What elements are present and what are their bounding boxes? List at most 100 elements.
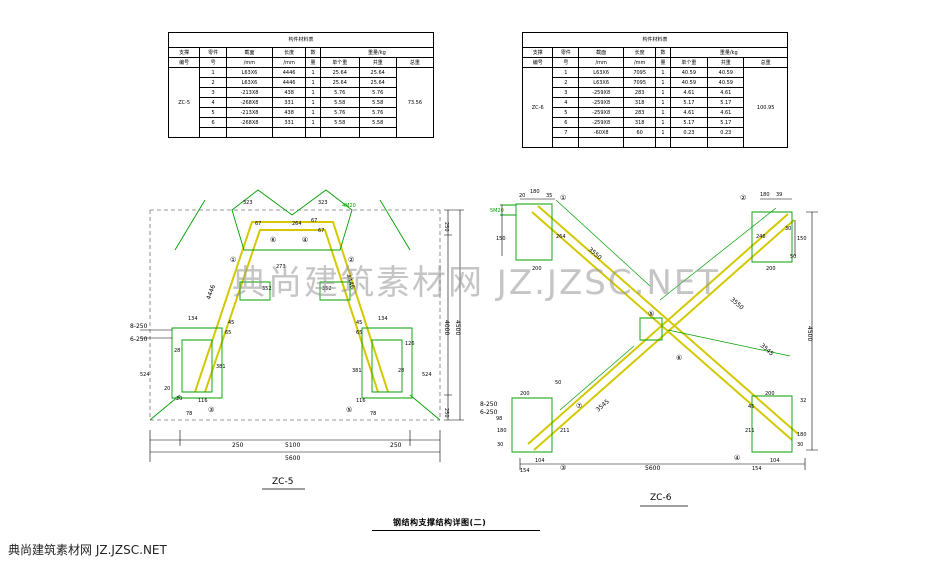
dim-bottom-offset: 250 — [443, 408, 449, 418]
small-label: 200 — [766, 266, 776, 272]
member-no: ZC-5 — [167, 67, 201, 138]
zc5-name: ZC-5 — [272, 477, 293, 487]
small-label: 381 — [352, 368, 362, 374]
small-label: 211 — [745, 428, 755, 434]
part-mark: ③ — [560, 464, 566, 472]
small-label: 67 — [311, 218, 317, 224]
zc6-dim-diag4: 3545 — [595, 398, 611, 413]
small-label: 180 — [497, 428, 507, 434]
material-table-zc5: 构件材料表 支撑 零件 截面 长度 数 重量/kg 编号 号 /mm /mm 量… — [167, 32, 435, 138]
small-label: 45 — [356, 320, 362, 326]
zc5-small-labels: 323 67 264 67 323 352 352 273 134 126 13… — [140, 200, 432, 417]
small-label: 30 — [497, 442, 503, 448]
total-weight: 73.56 — [395, 67, 435, 138]
dim-top-offset: 250 — [443, 222, 449, 232]
zc5-part-marks: ① ② ③ ④ ⑤ ⑥ — [208, 236, 354, 414]
small-label: 200 — [532, 266, 542, 272]
small-label: 180 — [760, 192, 770, 198]
small-label: 134 — [188, 316, 198, 322]
small-label: 200 — [520, 391, 530, 397]
small-label: 50 — [555, 380, 561, 386]
small-label: 98 — [496, 416, 502, 422]
small-label: 211 — [560, 428, 570, 434]
small-label: 323 — [318, 200, 328, 206]
small-label: 20 — [176, 396, 182, 402]
zc6-gusset-label-2: 6-250 — [480, 409, 498, 416]
cell — [271, 127, 307, 138]
cell — [552, 137, 580, 148]
small-label: 39 — [776, 192, 782, 198]
part-mark: ① — [230, 256, 236, 264]
small-label: 150 — [797, 236, 807, 242]
small-label: 352 — [262, 286, 272, 292]
zc5-gussets — [149, 189, 441, 421]
part-mark: ③ — [208, 406, 214, 414]
dim-diag-right: 4446 — [344, 273, 356, 290]
zc5-drawing: 250 5100 250 5600 4000 4500 250 250 4446… — [130, 189, 464, 490]
zc6-dim-height: 4500 — [806, 326, 813, 341]
small-label: 65 — [225, 330, 231, 336]
small-label: 67 — [318, 228, 324, 234]
small-label: 154 — [520, 468, 530, 474]
dim-height-total: 4500 — [454, 320, 461, 335]
small-label: 67 — [255, 221, 261, 227]
small-label: 381 — [216, 364, 226, 370]
zc6-dim-lines — [501, 198, 818, 470]
small-label: 35 — [546, 193, 552, 199]
cell — [358, 127, 397, 138]
zc6-part-marks: ① ② ③ ④ ⑤ ⑥ ⑦ — [560, 194, 746, 472]
cell — [655, 137, 671, 148]
dim-diag-left: 4446 — [205, 284, 217, 301]
small-label: 30 — [797, 442, 803, 448]
small-label: 154 — [752, 466, 762, 472]
small-label: 273 — [276, 264, 286, 270]
total-weight: 100.95 — [743, 67, 788, 148]
small-label: 28 — [398, 368, 404, 374]
zc6-drawing: 5600 4500 3550 3550 3545 3545 5M20 8-250… — [480, 189, 818, 507]
small-label: 30 — [785, 226, 791, 232]
small-label: 323 — [243, 200, 253, 206]
gusset-label: 8-250 — [130, 323, 148, 330]
part-mark: ⑦ — [576, 402, 582, 410]
zc6-dim-diagonals — [555, 199, 791, 411]
bottom-watermark: 典尚建筑素材网 JZ.JZSC.NET — [8, 543, 167, 557]
zc6-members — [527, 205, 799, 451]
zc6-dim-width: 5600 — [645, 465, 660, 472]
small-label: 116 — [198, 398, 208, 404]
small-label: 20 — [519, 193, 525, 199]
part-mark: ④ — [734, 454, 740, 462]
small-label: 264 — [292, 221, 302, 227]
small-label: 180 — [530, 189, 540, 195]
dim-inner-width: 5100 — [285, 442, 300, 449]
zc5-frame — [149, 209, 441, 421]
small-label: 45 — [228, 320, 234, 326]
cell — [707, 137, 745, 148]
zc6-dim-diag2: 3550 — [729, 296, 745, 311]
member-no: ZC-6 — [521, 67, 554, 148]
gusset-label-2: 6-250 — [130, 336, 148, 343]
small-label: 32 — [800, 398, 806, 404]
part-mark: ⑤ — [346, 406, 352, 414]
zc6-gussets — [500, 203, 793, 453]
small-label: 65 — [356, 330, 362, 336]
part-mark: ④ — [302, 236, 308, 244]
small-label: 352 — [322, 286, 332, 292]
small-label: 116 — [356, 398, 366, 404]
zc6-gusset-label: 8-250 — [480, 401, 498, 408]
small-label: 45 — [748, 404, 754, 410]
small-label: 126 — [405, 341, 415, 347]
zc6-small-labels: 20 180 35 180 39 150 264 246 150 200 200… — [496, 189, 807, 474]
small-label: 104 — [770, 458, 780, 464]
drawing-title: 钢结构支撑结构详图(二) — [393, 518, 487, 527]
drawing-title-underline — [372, 530, 540, 531]
weld-label: 4M20 — [342, 203, 356, 209]
small-label: 28 — [174, 348, 180, 354]
small-label: 20 — [164, 386, 170, 392]
material-table-zc6: 构件材料表 支撑 零件 截面 长度 数 重量/kg 编号 号 /mm /mm 量… — [521, 32, 789, 148]
watermark: 典尚建筑素材网 JZ.JZSC.NET — [232, 263, 721, 303]
small-label: 134 — [378, 316, 388, 322]
small-label: 264 — [556, 234, 566, 240]
part-mark: ② — [348, 256, 354, 264]
